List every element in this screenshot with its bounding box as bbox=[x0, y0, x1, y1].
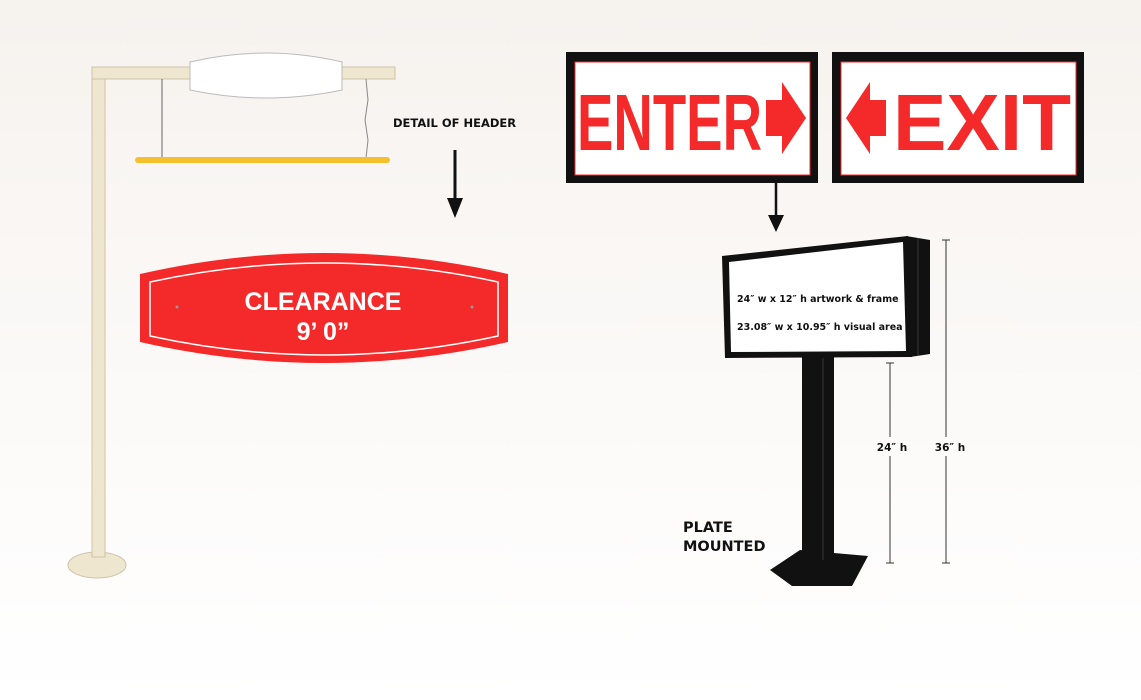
post bbox=[802, 355, 834, 560]
arrow-down-icon bbox=[768, 183, 784, 232]
total-height-label: 36″ h bbox=[935, 442, 965, 454]
post-height-label: 24″ h bbox=[877, 442, 907, 454]
standing-sign: 24″ w x 12″ h artwork & frame 23.08″ w x… bbox=[722, 236, 930, 586]
spec-artwork: 24″ w x 12″ h artwork & frame bbox=[737, 294, 899, 305]
exit-text: EXIT bbox=[893, 78, 1071, 167]
base-plate bbox=[770, 550, 868, 586]
hanger-chain-right bbox=[364, 78, 369, 159]
arrow-down-icon bbox=[447, 150, 463, 218]
clearance-bar bbox=[135, 157, 390, 163]
arrow-left-icon bbox=[846, 82, 886, 154]
dimension-36h: 36″ h bbox=[935, 239, 965, 564]
arrow-right-icon bbox=[766, 82, 806, 154]
pole-vertical bbox=[91, 66, 106, 558]
enter-text: ENTER bbox=[577, 78, 762, 167]
sign-face bbox=[729, 242, 906, 352]
clearance-pole bbox=[67, 52, 396, 579]
spec-visual-area: 23.08″ w x 10.95″ h visual area bbox=[737, 322, 903, 333]
exit-sign: EXIT bbox=[832, 52, 1084, 183]
clearance-height-text: 9’ 0” bbox=[297, 318, 350, 346]
dimension-24h: 24″ h bbox=[877, 362, 907, 564]
clearance-text: CLEARANCE bbox=[245, 288, 402, 316]
header-sign-blank bbox=[189, 52, 343, 99]
clearance-sign: CLEARANCE 9’ 0” bbox=[140, 253, 508, 363]
enter-sign: ENTER bbox=[566, 52, 818, 183]
mount-label-line2: MOUNTED bbox=[683, 539, 766, 555]
mount-label-line1: PLATE bbox=[683, 520, 733, 536]
header-detail-label: DETAIL OF HEADER bbox=[393, 116, 516, 130]
